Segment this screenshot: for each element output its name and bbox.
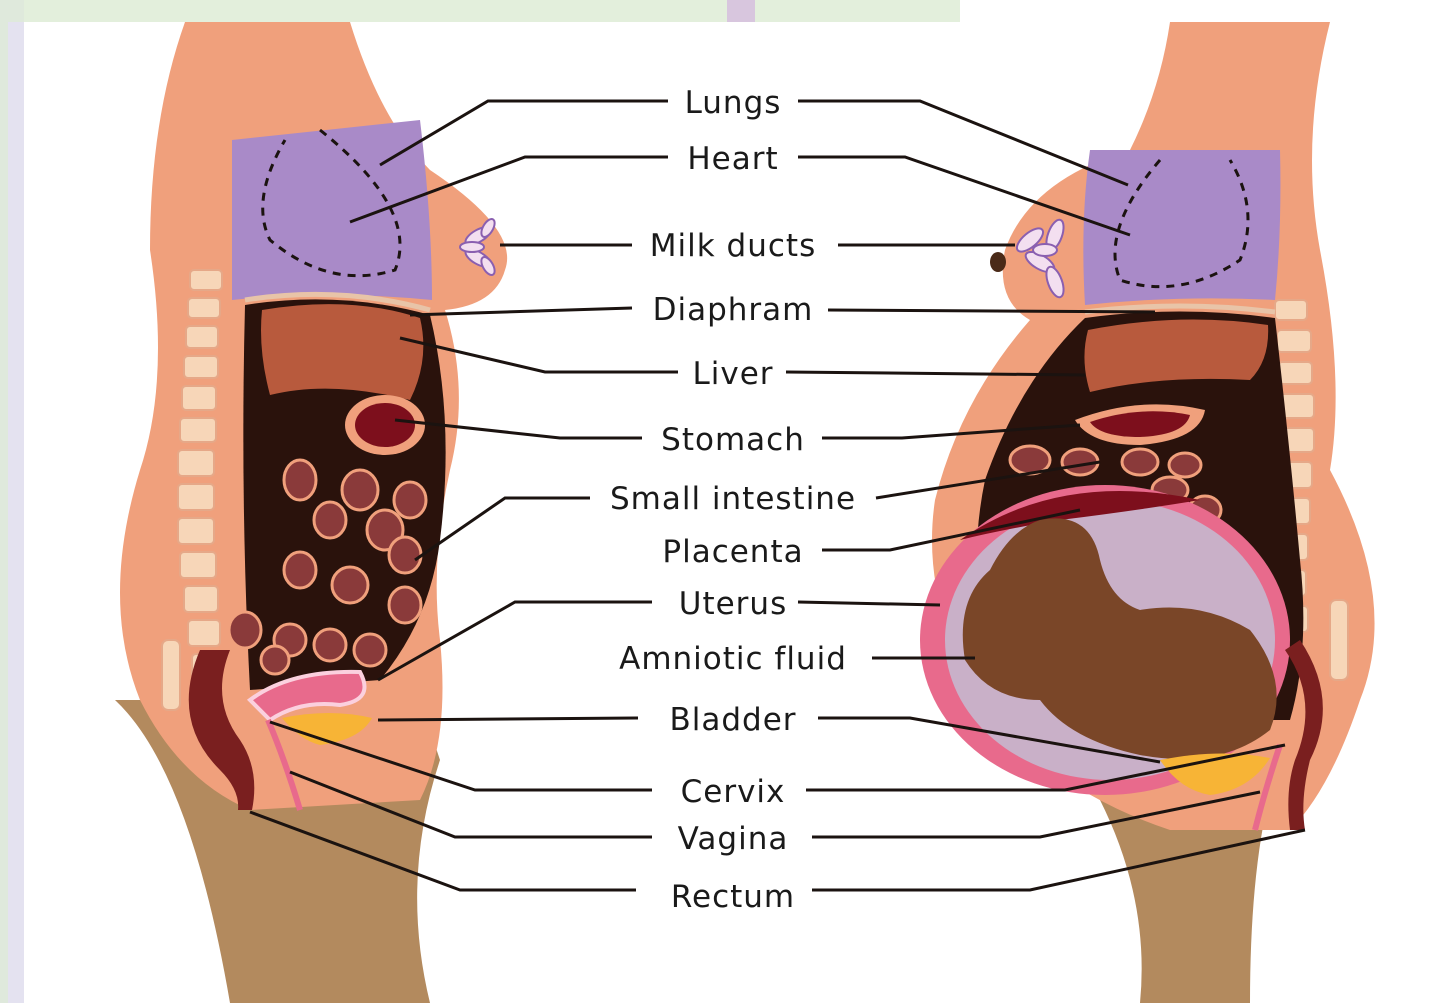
label-lungs: Lungs — [685, 85, 782, 121]
label-milk-ducts: Milk ducts — [650, 228, 816, 264]
label-amniotic-fluid: Amniotic fluid — [619, 641, 847, 677]
pregnant-body — [920, 22, 1375, 1003]
label-small-intestine: Small intestine — [610, 481, 856, 517]
label-vagina: Vagina — [678, 821, 789, 857]
label-bladder: Bladder — [669, 702, 796, 738]
label-uterus: Uterus — [679, 586, 787, 622]
label-cervix: Cervix — [681, 774, 786, 810]
label-placenta: Placenta — [662, 534, 803, 570]
label-stomach: Stomach — [661, 422, 805, 458]
left-liver — [261, 304, 423, 400]
label-liver: Liver — [692, 356, 773, 392]
label-heart: Heart — [687, 141, 778, 177]
label-diaphram: Diaphram — [653, 292, 814, 328]
non-pregnant-body — [115, 22, 507, 1003]
label-rectum: Rectum — [671, 879, 795, 915]
